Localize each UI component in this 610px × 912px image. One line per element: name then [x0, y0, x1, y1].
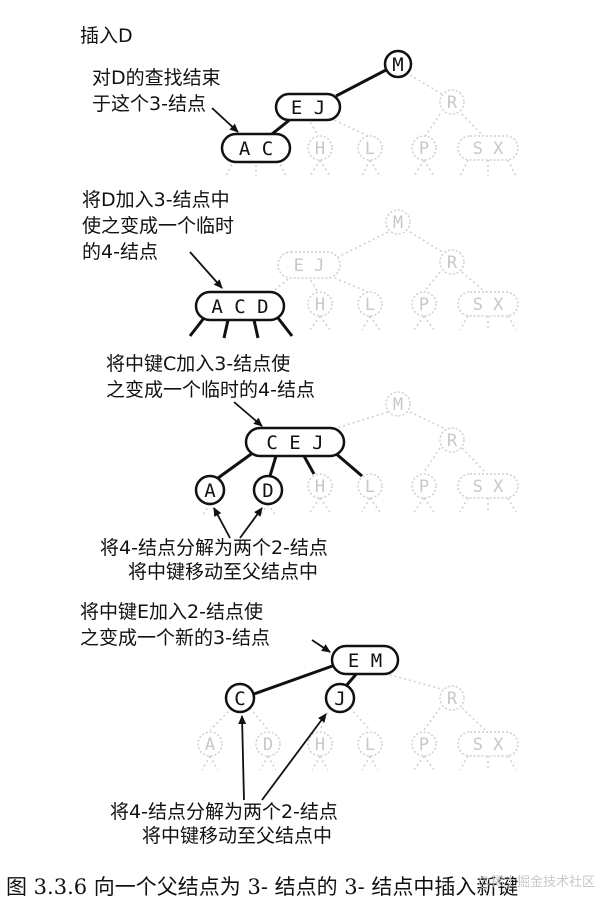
svg-text:L: L [365, 477, 375, 497]
ghost-node-p [411, 135, 437, 161]
svg-text:P: P [419, 735, 429, 755]
panel-4: R A D H L P S X E M C J 将中键E加入2-结点使 之变成一… [80, 601, 519, 847]
ghost-node-h [307, 731, 333, 757]
panel4-annotation-line2: 之变成一个新的3-结点 [80, 627, 270, 649]
svg-text:S X: S X [473, 295, 504, 315]
svg-text:H: H [315, 295, 325, 315]
ghost-node-sx [457, 135, 519, 161]
svg-text:R: R [447, 93, 458, 113]
node-d [252, 474, 284, 506]
svg-text:L: L [365, 295, 375, 315]
ghost-node-h [307, 135, 333, 161]
ghost-node-h [307, 473, 333, 499]
node-a [194, 474, 226, 506]
node-em-label: E M [348, 650, 382, 672]
node-d-label: D [262, 480, 273, 502]
ghost-node-sx [457, 473, 519, 499]
svg-text:E J: E J [294, 256, 325, 276]
node-m [383, 49, 413, 79]
node-acd [194, 290, 286, 322]
panel3-annotation-line1: 将中键C加入3-结点使 [106, 353, 290, 375]
ghost-node-d [255, 731, 281, 757]
panel3-bottom-line2: 将中键移动至父结点中 [128, 561, 318, 583]
node-cej-label: C E J [266, 432, 323, 454]
svg-text:A: A [205, 735, 215, 755]
ghost-node-r [439, 685, 465, 711]
ghost-node-p [411, 291, 437, 317]
svg-text:P: P [419, 477, 429, 497]
svg-text:P: P [419, 139, 429, 159]
node-em [330, 644, 400, 676]
panel4-bottom-line2: 将中键移动至父结点中 [142, 825, 332, 847]
panel1-annotation-line1: 对D的查找结束 [92, 67, 221, 89]
node-j [324, 682, 356, 714]
svg-text:D: D [263, 735, 273, 755]
ghost-node-l [357, 291, 383, 317]
ghost-node-h [307, 291, 333, 317]
ghost-node-p [411, 731, 437, 757]
ghost-node-p [411, 473, 437, 499]
panel1-annotation-line2: 于这个3-结点 [92, 93, 206, 115]
node-j-label: J [334, 688, 345, 710]
panel4-bottom-line1: 将4-结点分解为两个2-结点 [110, 801, 338, 823]
node-c-label: C [234, 688, 245, 710]
panel2-annotation-line2: 使之变成一个临时 [82, 215, 234, 237]
panel4-annotation-line1: 将中键E加入2-结点使 [80, 601, 263, 623]
svg-text:H: H [315, 735, 325, 755]
panel2-annotation-line3: 的4-结点 [82, 241, 158, 263]
panel3-annotation-line2: 之变成一个临时的4-结点 [106, 379, 315, 401]
svg-text:P: P [419, 295, 429, 315]
watermark: @稀土掘金技术社区 [478, 874, 595, 890]
panel-1: R H L P S X M E J A C 对D的查找结束 于这个3-结点 [92, 49, 519, 177]
ghost-node-r [439, 249, 465, 275]
ghost-node-sx [457, 291, 519, 317]
node-c [224, 682, 256, 714]
panel-3: M R H L P S X C E J A D 将中键C加入3-结点使 之变成一… [100, 353, 519, 583]
node-ej [274, 92, 342, 122]
ghost-node-r [439, 427, 465, 453]
node-a-label: A [204, 480, 216, 502]
svg-text:M: M [393, 213, 403, 233]
ghost-node-l [357, 135, 383, 161]
ghost-node-m [385, 209, 411, 235]
node-ac [220, 132, 292, 164]
node-acd-label: A C D [211, 296, 268, 318]
node-cej [244, 426, 346, 458]
ghost-node-l [357, 731, 383, 757]
ghost-node-r [439, 89, 465, 115]
svg-text:L: L [365, 139, 375, 159]
ghost-node-m [385, 391, 411, 417]
figure-caption: 图 3.3.6 向一个父结点为 3- 结点的 3- 结点中插入新键 [6, 875, 518, 899]
node-ej-label: E J [291, 97, 325, 119]
ghost-node-a [197, 731, 223, 757]
svg-text:M: M [393, 395, 403, 415]
title: 插入D [80, 25, 133, 47]
panel2-annotation-line1: 将D加入3-结点中 [82, 189, 230, 211]
svg-text:L: L [365, 735, 375, 755]
svg-text:H: H [315, 477, 325, 497]
svg-text:R: R [447, 431, 458, 451]
svg-text:H: H [315, 139, 325, 159]
ghost-node-l [357, 473, 383, 499]
panel-2: M E J R H L P S X A C D 将D加入3-结点中 使之变成一个… [82, 189, 519, 339]
svg-text:S X: S X [473, 477, 504, 497]
svg-text:S X: S X [473, 735, 504, 755]
node-m-label: M [392, 54, 403, 76]
node-ac-label: A C [239, 138, 273, 160]
svg-text:R: R [447, 689, 458, 709]
panel3-bottom-line1: 将4-结点分解为两个2-结点 [100, 537, 328, 559]
ghost-node-sx [457, 731, 519, 757]
ghost-node-ej [277, 251, 341, 279]
svg-text:S X: S X [473, 139, 504, 159]
svg-text:R: R [447, 253, 458, 273]
